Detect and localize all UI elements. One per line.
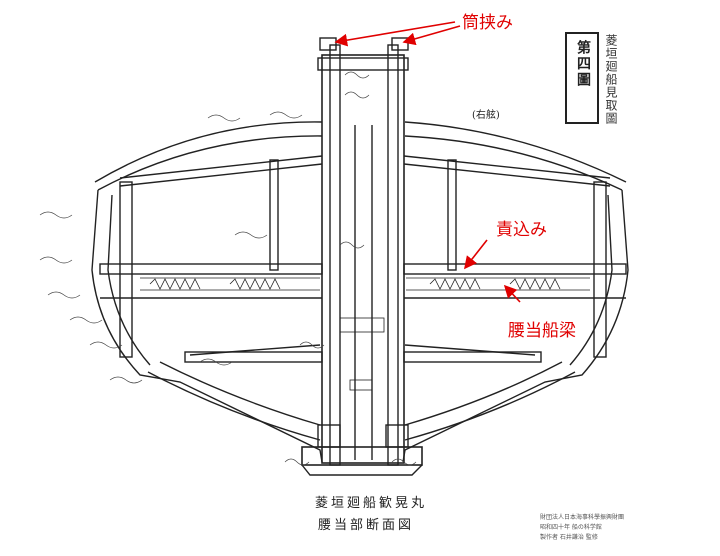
- waist-beam-left: [99, 263, 323, 275]
- keel: [301, 446, 423, 466]
- hull-outline-left: [91, 189, 323, 463]
- arrow-to-left-clamp: [334, 21, 456, 47]
- footer-line1: 財団法人日本海事科學振興財團: [540, 514, 625, 521]
- plate-title: 第四圖: [575, 40, 591, 88]
- annotation-semekomi: 責込み: [496, 220, 547, 240]
- plate-title-box: [565, 32, 599, 124]
- mast-column: [321, 54, 405, 464]
- footer-line3: 製作者 石井謙治 監修: [540, 534, 598, 541]
- annotation-tsutsubasami: 筒挟み: [462, 13, 513, 33]
- arrow-to-waist-beam: [503, 284, 521, 303]
- arrow-to-semekomi: [464, 239, 488, 270]
- arrow-to-right-clamp: [402, 25, 461, 46]
- waist-beam-right: [403, 263, 627, 275]
- footer-line2: 昭和四十年 船の科学館: [540, 524, 602, 531]
- deck-curve-left: [94, 121, 323, 183]
- plate-side-text: 菱垣廻船見取圖: [604, 34, 618, 125]
- hull-outline-right: [402, 189, 629, 463]
- deck-curve-right: [404, 121, 627, 183]
- annotation-koshiate-funabari: 腰当船梁: [508, 321, 576, 341]
- caption-line2: 腰当部断面図: [318, 518, 415, 533]
- caption-line1: 菱垣廻船歓晃丸: [315, 496, 428, 511]
- svg-text:(右舷): (右舷): [472, 108, 500, 121]
